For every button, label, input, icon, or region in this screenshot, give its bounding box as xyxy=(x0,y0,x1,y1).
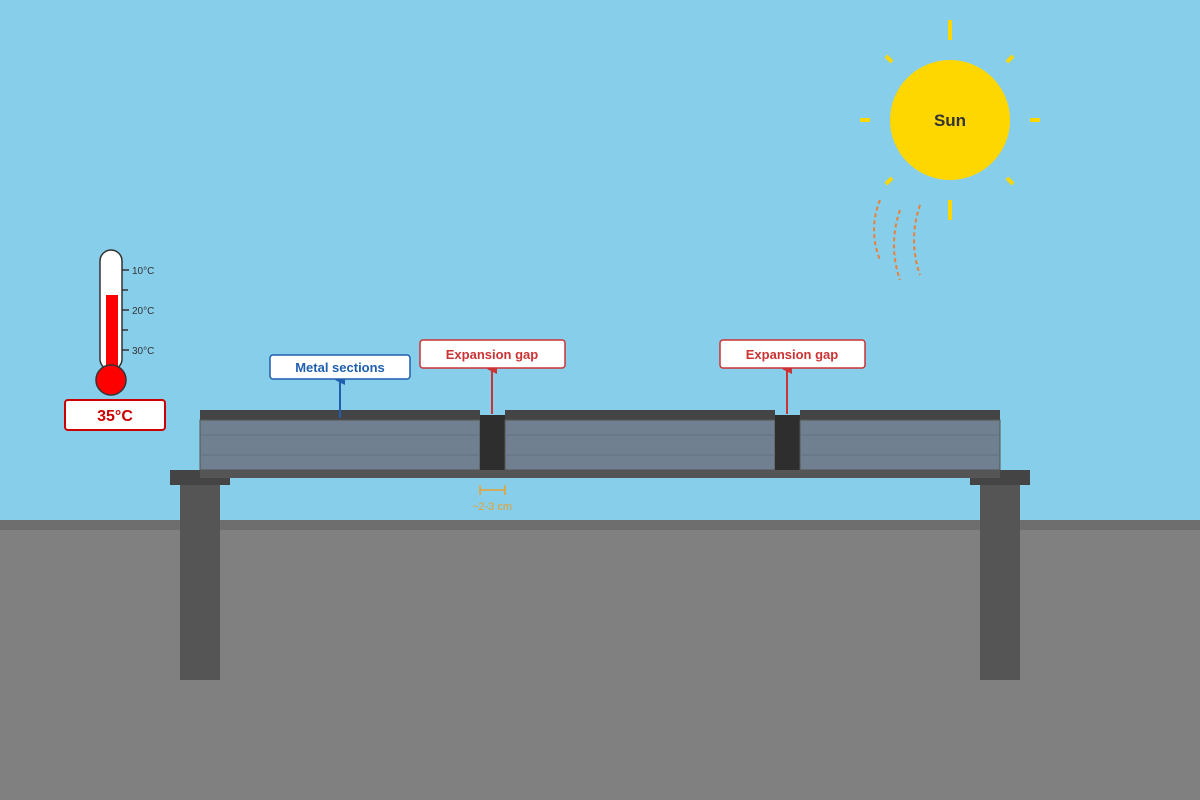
left-pier xyxy=(180,480,220,680)
gap-dimension xyxy=(479,485,506,495)
sun-label: Sun xyxy=(934,111,966,130)
thermometer-ticks xyxy=(122,269,129,351)
expansion-gap-callout-1: Expansion gap xyxy=(419,339,566,414)
gap-size-label: ~2-3 cm xyxy=(472,501,512,513)
sun-rays xyxy=(860,20,1040,220)
deck-section-2 xyxy=(504,410,776,471)
expansion-gap-2 xyxy=(775,415,800,470)
thermometer-scale-30: 30°C xyxy=(132,346,154,357)
sun-disc xyxy=(890,60,1010,180)
expansion-gap-label-2: Expansion gap xyxy=(746,347,839,362)
deck-section-3 xyxy=(799,410,1001,471)
thermometer-bulb xyxy=(95,364,127,396)
heat-waves xyxy=(873,199,921,281)
thermometer-mercury xyxy=(106,295,118,375)
temperature-reading-box xyxy=(64,399,166,431)
expansion-gap-callout-2: Expansion gap xyxy=(719,339,866,414)
right-pier xyxy=(980,480,1020,680)
temperature-reading: 35°C xyxy=(97,408,133,425)
metal-sections-label: Metal sections xyxy=(295,360,385,375)
thermometer-scale-20: 20°C xyxy=(132,306,154,317)
metal-sections-callout: Metal sections xyxy=(269,354,411,418)
sun: Sun xyxy=(860,20,1040,220)
thermometer: 10°C 20°C 30°C 35°C xyxy=(64,249,166,431)
expansion-gap-label-1: Expansion gap xyxy=(446,347,539,362)
expansion-gap-1 xyxy=(480,415,505,470)
thermometer-scale-10: 10°C xyxy=(132,266,154,277)
support-beam xyxy=(200,468,1000,478)
ground-edge xyxy=(0,520,1200,530)
deck-section-1 xyxy=(199,410,481,471)
